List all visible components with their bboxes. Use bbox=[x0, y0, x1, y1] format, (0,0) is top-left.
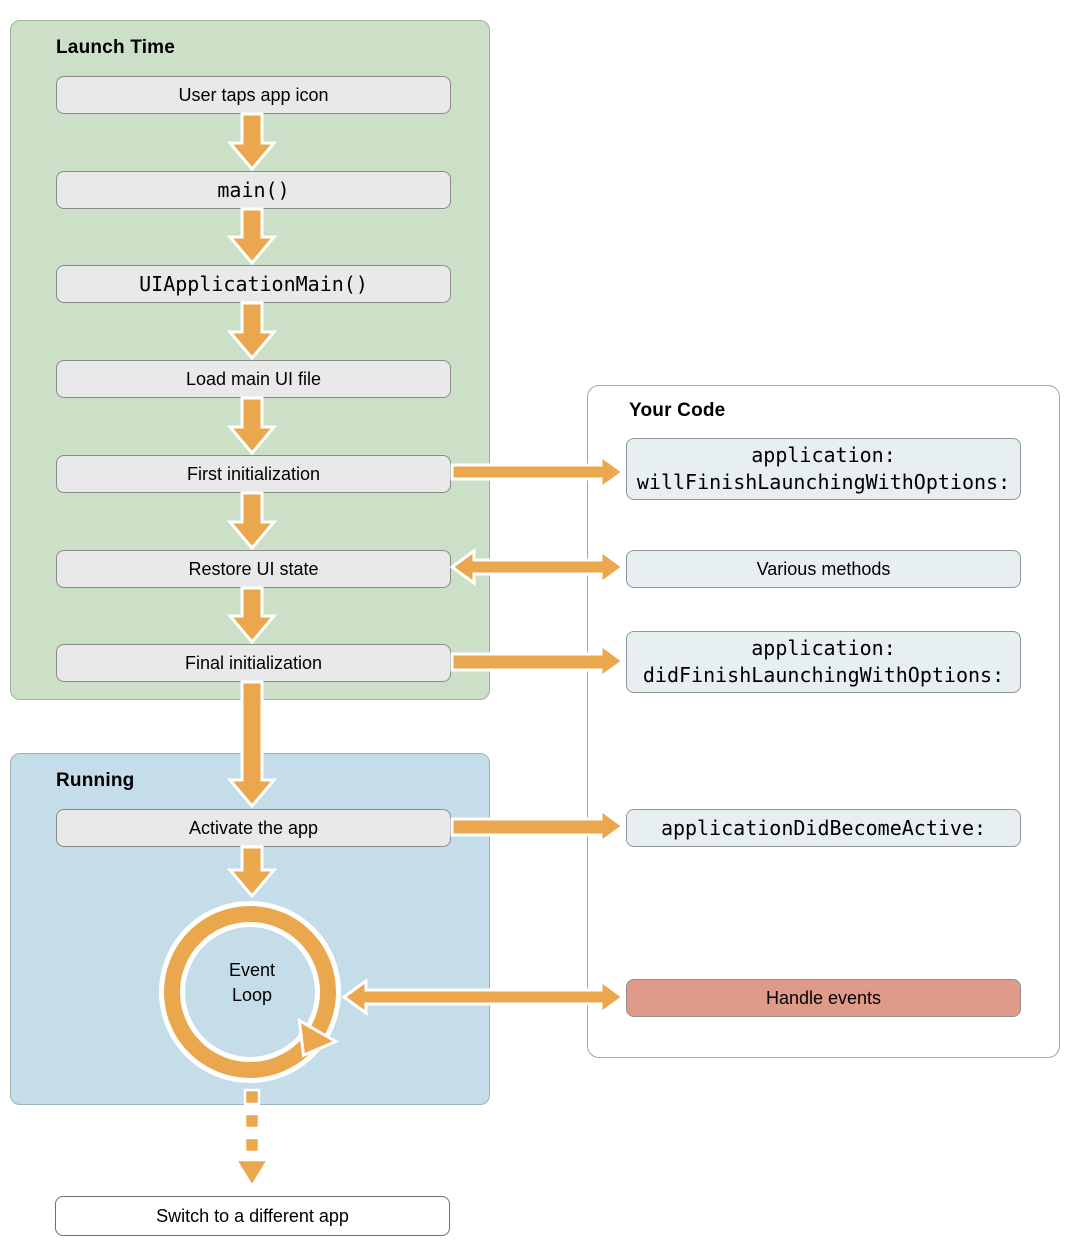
launch-time-panel: Launch Time User taps app icon main() UI… bbox=[10, 20, 490, 700]
code-box-didbecomeactive: applicationDidBecomeActive: bbox=[626, 809, 1021, 847]
switch-to-different-app-box: Switch to a different app bbox=[55, 1196, 450, 1236]
code-box-willfinishlaunching: application: willFinishLaunchingWithOpti… bbox=[626, 438, 1021, 500]
code-line: didFinishLaunchingWithOptions: bbox=[642, 663, 1005, 687]
code-box-didfinishlaunching: application: didFinishLaunchingWithOptio… bbox=[626, 631, 1021, 693]
your-code-title: Your Code bbox=[629, 400, 726, 421]
dashed-arrow-head-icon bbox=[233, 1158, 271, 1189]
code-box-handle-events: Handle events bbox=[626, 979, 1021, 1017]
dashed-arrow-segment bbox=[243, 1112, 261, 1130]
event-loop-line2: Loop bbox=[231, 985, 273, 1005]
step-uiapplicationmain: UIApplicationMain() bbox=[56, 265, 451, 303]
dashed-arrow-segment bbox=[243, 1136, 261, 1154]
step-restore-ui-state: Restore UI state bbox=[56, 550, 451, 588]
code-box-various-methods: Various methods bbox=[626, 550, 1021, 588]
event-loop-label: Event Loop bbox=[192, 958, 312, 1008]
code-line: willFinishLaunchingWithOptions: bbox=[636, 470, 1011, 494]
step-final-initialization: Final initialization bbox=[56, 644, 451, 682]
running-title: Running bbox=[56, 770, 135, 791]
step-main: main() bbox=[56, 171, 451, 209]
code-line: application: bbox=[751, 443, 896, 467]
step-activate-the-app: Activate the app bbox=[56, 809, 451, 847]
code-line: application: bbox=[751, 636, 896, 660]
event-loop-line1: Event bbox=[228, 960, 276, 980]
your-code-panel: Your Code application: willFinishLaunchi… bbox=[587, 385, 1060, 1058]
step-user-taps-app-icon: User taps app icon bbox=[56, 76, 451, 114]
running-panel: Running Activate the app bbox=[10, 753, 490, 1105]
launch-time-title: Launch Time bbox=[56, 37, 176, 58]
step-load-main-ui-file: Load main UI file bbox=[56, 360, 451, 398]
step-first-initialization: First initialization bbox=[56, 455, 451, 493]
